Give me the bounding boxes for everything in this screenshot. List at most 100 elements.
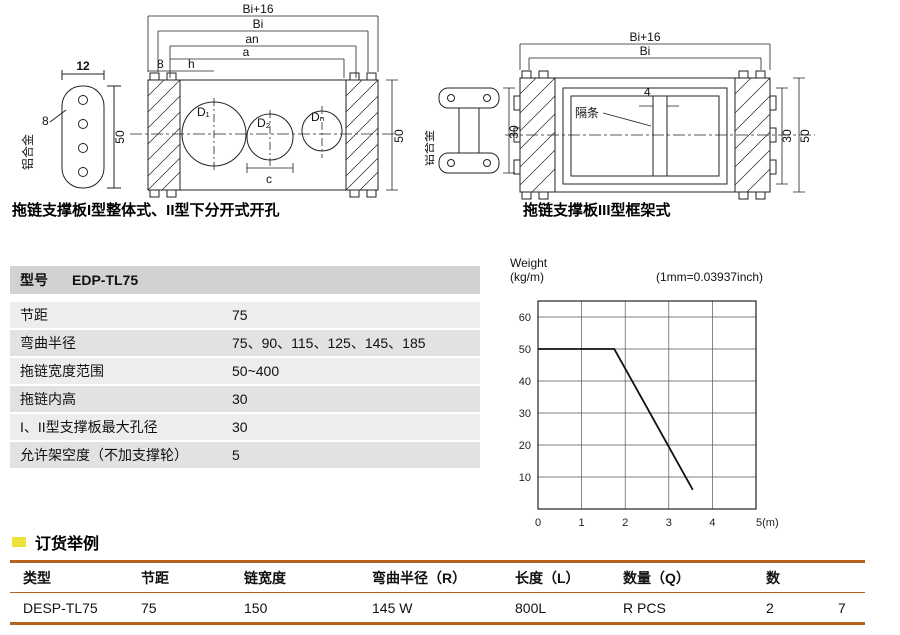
profile-30-dimension (503, 87, 515, 174)
dimension-lines-right (776, 77, 805, 193)
plate-hole (78, 167, 88, 177)
spec-row-max-hole: I、II型支撑板最大孔径 30 (10, 414, 480, 440)
chart-title-line1: Weight (510, 256, 548, 270)
side-plate-outline (61, 85, 105, 189)
spec-label: 拖链宽度范围 (20, 363, 104, 379)
centerlines-vertical (213, 98, 323, 172)
dimension-lines-top (519, 43, 771, 70)
dim-30-side-label: 30 (507, 125, 521, 139)
hole-d2-label: D₂ (257, 116, 271, 130)
order-example-heading: 订货举例 (12, 530, 99, 554)
order-value-type: DESP-TL75 (23, 599, 98, 616)
dim-50-side-label: 50 (113, 130, 127, 144)
order-value-count: 2 (766, 599, 774, 616)
order-value-quantity: R PCS (623, 599, 666, 616)
spec-value: 75、90、115、125、145、185 (232, 335, 426, 351)
divider-dimension (602, 100, 679, 127)
order-value-radius: 145 W (372, 599, 413, 616)
profile-hole (447, 94, 455, 102)
order-header-count: 数 (766, 569, 780, 586)
plate-hole (78, 95, 88, 105)
order-example-title: 订货举例 (35, 536, 100, 553)
profile-bottom-bar (438, 152, 500, 174)
x-tick-label: 2 (622, 517, 628, 529)
profile-hole (483, 159, 491, 167)
chart-y-axis-title: Weight (kg/m) (510, 256, 547, 284)
dimension-c-and-50 (246, 79, 398, 191)
spec-table: 型号 EDP-TL75 节距 75 弯曲半径 75、90、115、125、145… (10, 266, 480, 470)
model-label: 型号 (20, 272, 48, 288)
plate-hole (78, 119, 88, 129)
x-tick-label: 3 (666, 517, 672, 529)
x-tick-label: 0 (535, 517, 541, 529)
order-header-pitch: 节距 (141, 569, 169, 586)
spec-value: 5 (232, 447, 240, 463)
profile-top-bar (438, 87, 500, 109)
order-header-radius: 弯曲半径（R） (372, 569, 467, 586)
dim-8-top-label: 8 (157, 57, 164, 71)
spec-row-inner-height: 拖链内高 30 (10, 386, 480, 412)
side-plate-dimension-lines (49, 70, 121, 189)
flange-inner-edges (179, 80, 347, 190)
order-table: 类型 节距 链宽度 弯曲半径（R） 长度（L） 数量（Q） 数 DESP-TL7… (10, 560, 865, 625)
material-label: 铝合金 (20, 134, 35, 170)
dim-4-label: 4 (644, 85, 651, 99)
y-tick-label: 40 (519, 376, 531, 388)
spec-label: I、II型支撑板最大孔径 (20, 419, 158, 435)
weight-line (538, 348, 694, 491)
order-header-length: 长度（L） (515, 569, 580, 586)
x-tick-label: 5(m) (756, 517, 779, 529)
frame-hatch-right (734, 77, 771, 193)
dim-bi16-label: Bi+16 (629, 30, 660, 44)
spec-label: 允许架空度（不加支撑轮） (20, 447, 188, 463)
order-header-width: 链宽度 (244, 569, 286, 586)
flange-hatch-right (345, 79, 379, 191)
spec-value: 50~400 (232, 363, 280, 379)
frame-side-bumps (513, 95, 777, 175)
frame-hatch-left (519, 77, 556, 193)
assembly-outline (147, 79, 379, 191)
right-drawing-caption: 拖链支撑板III型框架式 (523, 202, 671, 219)
dim-bi-label: Bi (253, 17, 264, 31)
x-tick-label: 4 (709, 517, 715, 529)
order-value-pitch: 75 (141, 599, 157, 616)
order-header-type: 类型 (23, 569, 51, 586)
x-tick-label: 1 (579, 517, 585, 529)
spec-label: 拖链内高 (20, 391, 76, 407)
order-value-length: 800L (515, 599, 547, 616)
spec-label: 节距 (20, 307, 48, 323)
spec-row-width-range: 拖链宽度范围 50~400 (10, 358, 480, 384)
left-drawing-geometry (49, 15, 398, 198)
y-tick-label: 50 (519, 344, 531, 356)
chart-border (537, 300, 757, 510)
dim-bi-label: Bi (640, 44, 651, 58)
inner-frame-outer (562, 87, 728, 185)
dim-a-label: a (243, 45, 250, 59)
dim-h-label: h (188, 57, 195, 71)
dim-12-label: 12 (76, 59, 90, 73)
order-table-data-row: DESP-TL75 75 150 145 W 800L R PCS 2 7 (10, 593, 865, 622)
material-label: 铝合金 (425, 130, 436, 166)
dim-8-side-label: 8 (42, 114, 49, 128)
hole-dn-label: Dₙ (311, 110, 325, 124)
spec-row-bend-radius: 弯曲半径 75、90、115、125、145、185 (10, 330, 480, 356)
spec-value: 75 (232, 307, 248, 323)
right-drawing-labels: 铝合金 30 Bi+16 Bi 4 隔条 30 50 (425, 30, 812, 166)
order-value-extra: 7 (838, 599, 846, 616)
y-tick-label: 20 (519, 440, 531, 452)
frame-tabs (521, 70, 766, 200)
dimension-lines-top (147, 15, 379, 78)
model-value: EDP-TL75 (72, 272, 139, 288)
dim-30-right-label: 30 (780, 129, 794, 143)
spec-row-pitch: 节距 75 (10, 302, 480, 328)
dim-bi16-label: Bi+16 (242, 2, 273, 16)
right-drawing: 铝合金 30 Bi+16 Bi 4 隔条 30 50 (425, 30, 815, 200)
profile-web (458, 108, 480, 153)
right-drawing-geometry (438, 43, 815, 200)
chart-unit-note: (1mm=0.03937inch) (656, 270, 764, 284)
inner-frame-inner (570, 95, 720, 177)
spec-value: 30 (232, 419, 248, 435)
left-drawing: 12 8 铝合金 50 Bi+16 Bi an a 8 h D₁ D₂ Dₙ c… (20, 2, 406, 198)
